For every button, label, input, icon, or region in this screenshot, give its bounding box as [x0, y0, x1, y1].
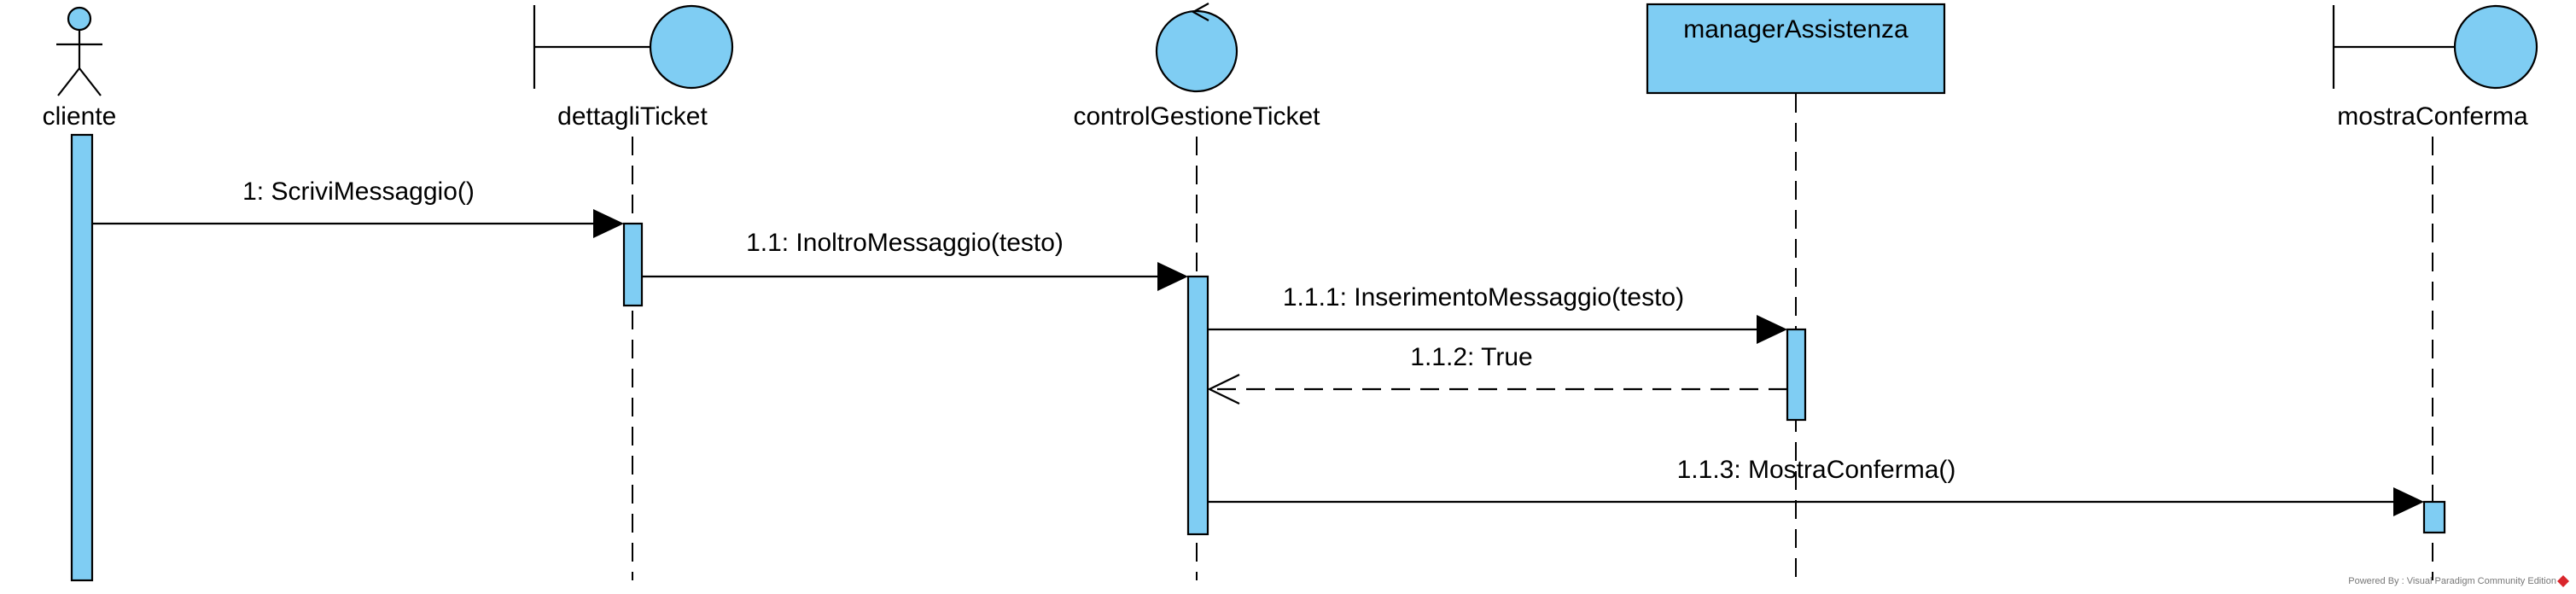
message-1[interactable]: 1: ScriviMessaggio() — [92, 178, 624, 238]
participant-managerassistenza[interactable]: managerAssistenza — [1646, 3, 1946, 95]
control-circle — [1155, 9, 1238, 93]
visual-paradigm-logo-icon — [2557, 575, 2569, 587]
message-1-1-1[interactable]: 1.1.1: InserimentoMessaggio(testo) — [1208, 283, 1787, 344]
participant-label-controlgestioneticket: controlGestioneTicket — [1073, 102, 1320, 131]
message-label: 1.1: InoltroMessaggio(testo) — [746, 229, 1064, 257]
boundary-circle — [649, 4, 734, 90]
watermark-text: Powered By : Visual Paradigm Community E… — [2348, 576, 2556, 586]
control-arrow-icon — [1191, 3, 1209, 21]
participant-dettagliticket[interactable]: dettagliTicket — [533, 4, 734, 131]
boundary-circle — [2453, 4, 2538, 90]
activation-managerassistenza — [1786, 328, 1807, 422]
actor-right-leg — [79, 67, 102, 96]
arrowhead-filled-icon — [593, 209, 624, 238]
participant-controlgestioneticket[interactable]: controlGestioneTicket — [1073, 3, 1320, 131]
actor-head — [67, 6, 92, 32]
message-1-1-3[interactable]: 1.1.3: MostraConferma() — [1208, 456, 2424, 516]
activation-controlgestioneticket — [1186, 275, 1209, 536]
participant-label-dettagliticket: dettagliTicket — [557, 102, 708, 131]
participant-label-mostraconferma: mostraConferma — [2337, 102, 2528, 131]
activation-cliente — [70, 133, 94, 582]
arrowhead-filled-icon — [1157, 262, 1188, 291]
activation-dettagliticket — [622, 222, 644, 307]
actor-left-leg — [57, 67, 80, 96]
participant-mostraconferma[interactable]: mostraConferma — [2332, 4, 2538, 131]
message-label: 1.1.2: True — [1410, 343, 1532, 371]
message-1-1-2[interactable]: 1.1.2: True — [1207, 343, 1787, 405]
message-1-1[interactable]: 1.1: InoltroMessaggio(testo) — [642, 229, 1188, 291]
watermark: Powered By : Visual Paradigm Community E… — [2348, 575, 2569, 587]
message-label: 1.1.1: InserimentoMessaggio(testo) — [1283, 283, 1684, 312]
arrowhead-filled-icon — [1757, 315, 1787, 344]
message-label: 1.1.3: MostraConferma() — [1677, 456, 1956, 484]
activation-mostraconferma — [2422, 500, 2446, 534]
participant-label-cliente: cliente — [43, 102, 117, 131]
participant-label-managerassistenza: managerAssistenza — [1683, 15, 1909, 44]
entity-box — [1646, 3, 1946, 95]
arrowhead-open-icon — [1207, 374, 1240, 405]
arrowhead-filled-icon — [2393, 487, 2424, 516]
message-label: 1: ScriviMessaggio() — [242, 178, 475, 206]
participant-cliente[interactable]: cliente — [43, 6, 117, 131]
